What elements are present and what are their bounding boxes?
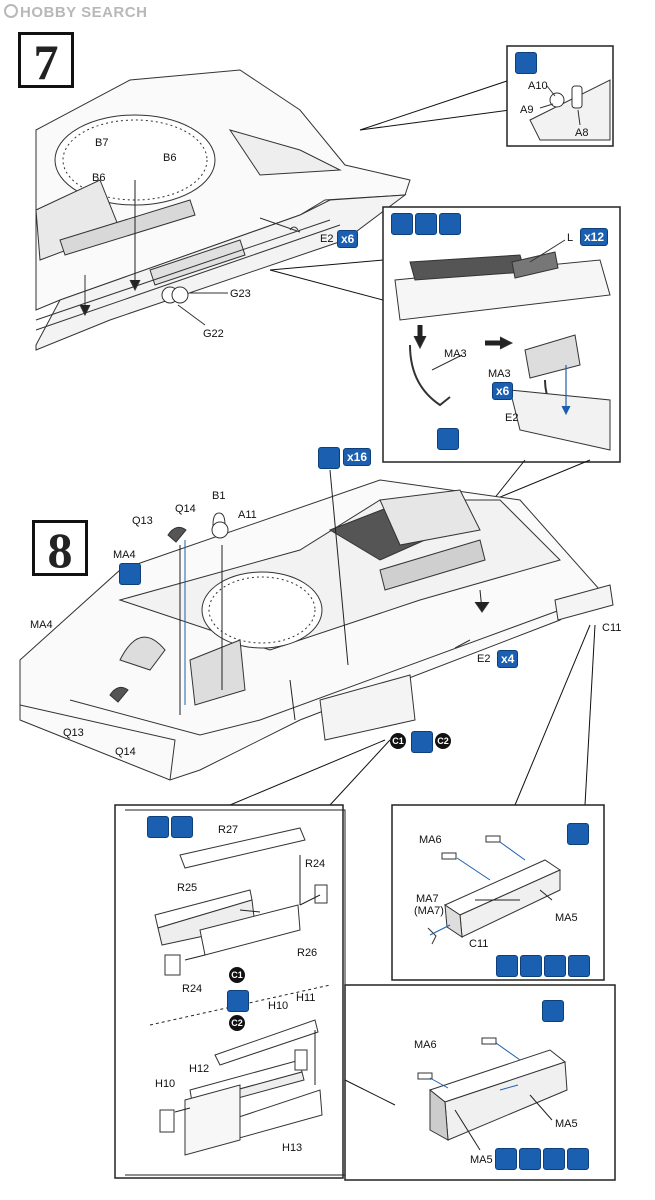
logo-icon (4, 4, 18, 18)
box-right-bottom-parts (417, 1037, 568, 1151)
fold-up-icon (519, 1148, 541, 1170)
label-a11: A11 (238, 509, 257, 521)
label-ma4: MA4 (113, 549, 136, 561)
glue-icon (568, 955, 590, 977)
label-h12: H12 (189, 1063, 210, 1075)
label-h10: H10 (268, 1000, 289, 1012)
fold-up-icon (415, 213, 437, 235)
label-l: L (567, 232, 574, 244)
option-c1-badge: C1 (390, 733, 406, 749)
label-b1: B1 (212, 490, 226, 502)
quantity-badge: x6 (492, 382, 514, 400)
label-ma3: MA3 (488, 368, 511, 380)
step8-hull-drawing (19, 469, 614, 781)
label-q14: Q14 (175, 503, 196, 515)
step-8-number: 8 (32, 520, 88, 577)
label-r24: R24 (305, 858, 326, 870)
photo-etch-icon (567, 823, 589, 845)
paint-drop-icon (439, 213, 461, 235)
label-g22: G22 (203, 328, 224, 340)
option-switch-icon (544, 955, 566, 977)
label-r27: R27 (218, 824, 239, 836)
label-e2: E2 (477, 653, 491, 665)
label-a8: A8 (575, 127, 589, 139)
option-c2-badge: C2 (435, 733, 451, 749)
label-c11: C11 (469, 938, 489, 950)
label-e2: E2 (505, 412, 519, 424)
label-h11: H11 (296, 992, 316, 1004)
option-switch-icon (227, 990, 249, 1012)
label-b6: B6 (92, 172, 106, 184)
step7-hull-drawing (35, 69, 411, 351)
label-q13: Q13 (63, 727, 84, 739)
option-switch-icon (543, 1148, 565, 1170)
paint-drop-icon (119, 563, 141, 585)
quantity-badge: x12 (580, 228, 609, 246)
label-c11: C11 (602, 622, 622, 634)
label-b6: B6 (163, 152, 177, 164)
label-ma4: MA4 (30, 619, 53, 631)
label-h10: H10 (155, 1078, 176, 1090)
label-e2: E2 (320, 233, 334, 245)
fold-up-icon (520, 955, 542, 977)
box-right-top-parts (427, 835, 562, 945)
glue-icon (515, 52, 537, 74)
quantity-badge: x4 (497, 650, 519, 668)
option-switch-icon (411, 731, 433, 753)
label-q13: Q13 (132, 515, 153, 527)
option-c1-badge: C1 (229, 967, 245, 983)
label-h13: H13 (282, 1142, 303, 1154)
label-r25: R25 (177, 882, 198, 894)
glue-icon (147, 816, 169, 838)
glue-icon (391, 213, 413, 235)
label-ma5: MA5 (555, 912, 578, 924)
glue-icon (567, 1148, 589, 1170)
box-left-parts (149, 827, 331, 1156)
label-ma6: MA6 (414, 1039, 437, 1051)
label-ma3: MA3 (444, 348, 467, 360)
watermark: HOBBY SEARCH (4, 4, 147, 21)
label-ma6: MA6 (419, 834, 442, 846)
paint-drop-icon (495, 1148, 517, 1170)
label-ma5: MA5 (555, 1118, 578, 1130)
option-c2-badge: C2 (229, 1015, 245, 1031)
photo-etch-icon (542, 1000, 564, 1022)
label-b7: B7 (95, 137, 109, 149)
label-r26: R26 (297, 947, 318, 959)
quantity-badge: x16 (343, 448, 372, 466)
label-ma7-alt: (MA7) (414, 905, 444, 917)
step-7-number: 7 (18, 32, 74, 89)
paint-drop-icon (496, 955, 518, 977)
quantity-badge: x6 (337, 230, 359, 248)
label-ma7: MA7 (416, 893, 439, 905)
photo-etch-icon (437, 428, 459, 450)
label-ma5: MA5 (470, 1154, 493, 1166)
label-q14: Q14 (115, 746, 136, 758)
label-a10: A10 (528, 80, 548, 92)
label-a9: A9 (520, 104, 534, 116)
photo-etch-icon (318, 447, 340, 469)
label-r24: R24 (182, 983, 203, 995)
label-g23: G23 (230, 288, 251, 300)
option-switch-icon (171, 816, 193, 838)
